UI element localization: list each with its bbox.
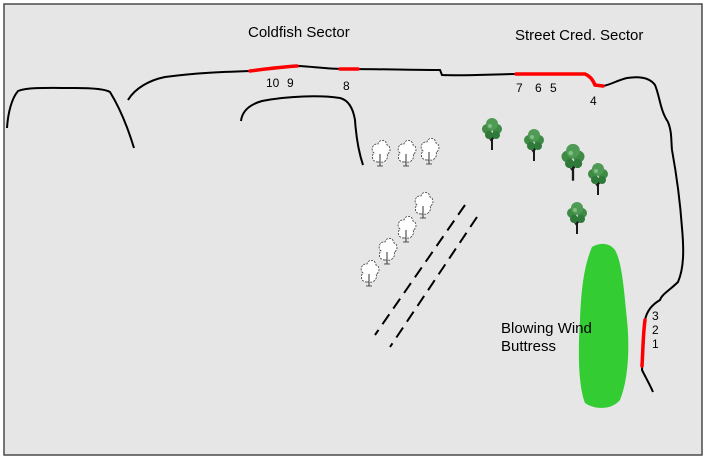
route-number-7: 7 bbox=[516, 81, 523, 95]
route-number-5: 5 bbox=[550, 81, 557, 95]
route-number-4: 4 bbox=[590, 94, 597, 108]
route-line-10-9 bbox=[248, 64, 299, 73]
route-numbers: 10 9 8 7 6 5 4 3 2 1 bbox=[266, 76, 659, 351]
route-number-10: 10 bbox=[266, 76, 280, 90]
route-lines bbox=[248, 64, 647, 368]
route-number-9: 9 bbox=[287, 76, 294, 90]
dashed-path-right bbox=[389, 216, 478, 348]
cliff-inner-line bbox=[240, 95, 364, 166]
route-line-3-1 bbox=[640, 318, 647, 368]
route-number-6: 6 bbox=[535, 81, 542, 95]
route-number-3: 3 bbox=[652, 309, 659, 323]
buttress-label-line2: Buttress bbox=[501, 338, 556, 355]
cliff-left-segment bbox=[6, 86, 135, 149]
buttress-label-line1: Blowing Wind bbox=[501, 320, 592, 337]
route-line-4 bbox=[593, 83, 605, 88]
dashed-path-left bbox=[374, 204, 466, 336]
route-number-2: 2 bbox=[652, 323, 659, 337]
coldfish-sector-label: Coldfish Sector bbox=[248, 24, 350, 41]
street-cred-sector-label: Street Cred. Sector bbox=[515, 27, 643, 44]
dashed-paths bbox=[374, 204, 478, 348]
route-number-8: 8 bbox=[343, 79, 350, 93]
route-number-1: 1 bbox=[652, 337, 659, 351]
blowing-wind-buttress-area bbox=[578, 243, 629, 408]
